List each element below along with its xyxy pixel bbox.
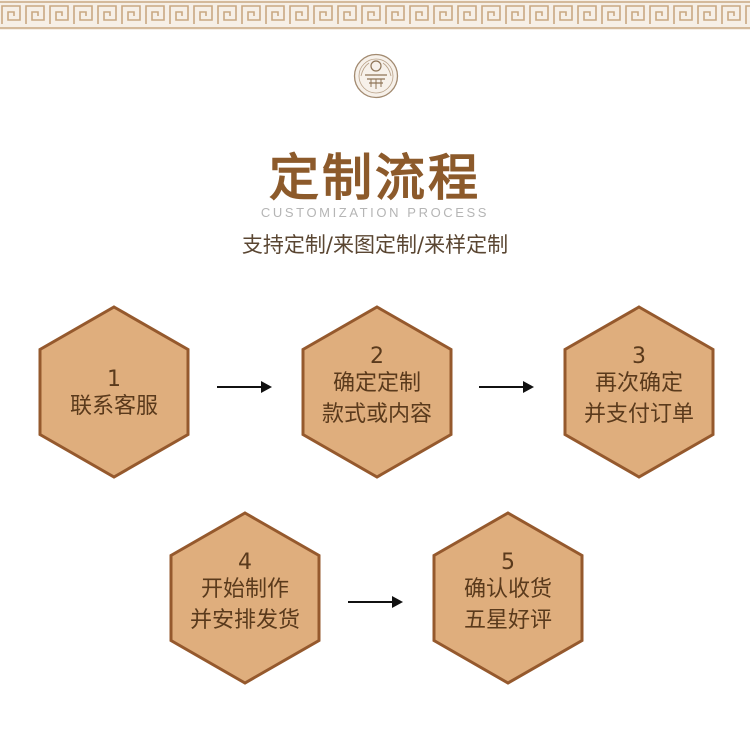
step-label-line-2: 款式或内容 <box>321 402 432 427</box>
step-4-hexagon: 4 开始制作 并安排发货 <box>168 511 322 685</box>
step-label-line-2: 并支付订单 <box>583 402 694 427</box>
step-number: 2 <box>370 344 384 369</box>
step-label-line-1: 再次确定 <box>594 371 683 396</box>
right-arrow-icon <box>479 381 534 393</box>
right-arrow-icon <box>348 596 403 608</box>
subtitle-chinese: 支持定制/来图定制/来样定制 <box>241 233 509 257</box>
step-number: 4 <box>238 550 252 575</box>
subtitle-english: CUSTOMIZATION PROCESS <box>260 205 490 220</box>
step-number: 3 <box>632 344 646 369</box>
ornamental-seal-icon <box>353 53 399 99</box>
right-arrow-icon <box>217 381 272 393</box>
step-label-line-1: 确定定制 <box>332 371 421 396</box>
step-1-hexagon: 1 联系客服 <box>37 305 191 479</box>
step-3-hexagon: 3 再次确定 并支付订单 <box>562 305 716 479</box>
page-title: 定制流程 <box>269 149 481 207</box>
step-2-hexagon: 2 确定定制 款式或内容 <box>300 305 454 479</box>
step-5-hexagon: 5 确认收货 五星好评 <box>431 511 585 685</box>
step-label-line-1: 开始制作 <box>200 577 289 602</box>
step-label-line-1: 确认收货 <box>463 577 552 602</box>
step-label-line-2: 并安排发货 <box>189 608 300 633</box>
step-number: 5 <box>501 550 515 575</box>
step-label: 联系客服 <box>69 394 158 419</box>
step-number: 1 <box>107 367 121 392</box>
step-label-line-2: 五星好评 <box>463 608 552 633</box>
greek-key-border <box>0 0 750 30</box>
